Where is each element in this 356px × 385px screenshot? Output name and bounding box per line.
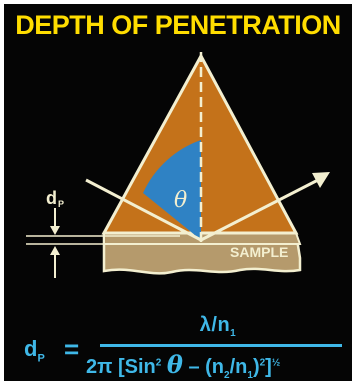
depth-label: d <box>46 188 57 208</box>
formula-denominator: 2π [Sin2 θ – (n2/n1)2]½ <box>86 350 281 381</box>
reflected-ray-arrowhead <box>312 172 330 188</box>
fraction-bar <box>100 344 342 347</box>
formula-lhs: dP <box>24 336 45 365</box>
formula-equals: = <box>64 334 80 364</box>
depth-label-subscript: P <box>58 199 64 209</box>
formula-numerator: λ/n1 <box>199 314 237 339</box>
depth-arrow-top-head <box>50 226 60 235</box>
diagram-title: DEPTH OF PENETRATION <box>15 10 341 40</box>
sample-label: SAMPLE <box>230 244 288 260</box>
incidence-angle-wedge <box>143 140 201 240</box>
depth-arrow-bottom-head <box>50 246 60 255</box>
angle-label: θ <box>174 188 187 213</box>
penetration-formula: dP = λ/n1 2π [Sin2 θ – (n2/n1)2]½ <box>18 314 348 381</box>
incident-ray <box>85 178 202 242</box>
reflected-ray <box>200 178 319 242</box>
